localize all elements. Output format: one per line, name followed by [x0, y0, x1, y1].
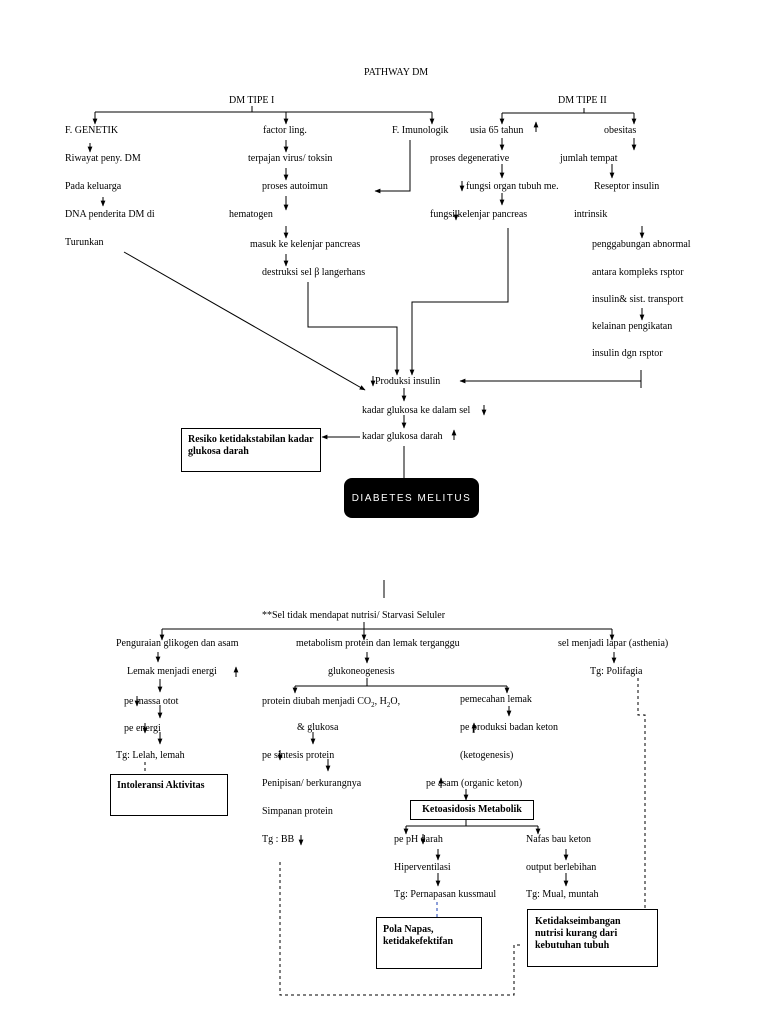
lingkungan-node: proses autoimun — [262, 181, 328, 192]
lemak-node: pe produksi badan keton — [460, 722, 559, 733]
small-arrows — [134, 121, 539, 846]
tipe1-connectors — [87, 106, 435, 391]
usia-node: fungsi organ tubuh me. — [466, 181, 559, 192]
protein-node: & glukosa — [297, 722, 339, 733]
lingkungan-node: hematogen — [229, 209, 273, 220]
protein-node: Tg : BB — [262, 834, 295, 845]
napas-node: Nafas bau keton — [526, 834, 591, 845]
obesitas-node: insulin dgn rsptor — [592, 348, 663, 359]
protein-node: Simpanan protein — [262, 806, 333, 817]
obesitas-node: jumlah tempat — [560, 153, 618, 164]
protein-node: pe sintesis protein — [262, 750, 335, 761]
genetik-node: DNA penderita DM di — [65, 209, 155, 220]
genetik-node: F. GENETIK — [65, 125, 119, 136]
usia-node: proses degenerative — [430, 153, 510, 164]
obesitas-node: kelainan pengikatan — [592, 321, 673, 332]
obesitas-node: insulin& sist. transport — [592, 294, 684, 305]
ph-node: pe pH darah — [394, 834, 443, 845]
napas-node: Tg: Mual, muntah — [526, 889, 599, 900]
lemak-node: pe asam (organic keton) — [426, 778, 523, 789]
lapar-node: sel menjadi lapar (asthenia) — [558, 638, 669, 649]
obesitas-node: intrinsik — [574, 209, 608, 220]
starvasi-node: **Sel tidak mendapat nutrisi/ Starvasi S… — [262, 610, 446, 621]
glikogen-node: Lemak menjadi energi — [127, 666, 217, 677]
imunologik-node: F. Imunologik — [392, 125, 449, 136]
genetik-node: Turunkan — [65, 237, 104, 248]
glikogen-node: Tg: Lelah, lemah — [116, 750, 185, 761]
obesitas-node: antara kompleks rsptor — [592, 267, 684, 278]
central-connectors — [321, 388, 407, 598]
kadar-glukosa-darah: kadar glukosa darah — [362, 431, 443, 442]
glikogen-node: pe energi — [124, 723, 161, 734]
obesitas-node: Reseptor insulin — [594, 181, 660, 192]
obesitas-node: obesitas — [604, 125, 637, 136]
lapar-node: Tg: Polifagia — [590, 666, 643, 677]
lingkungan-node: factor ling. — [263, 125, 307, 136]
produksi-insulin: Produksi insulin — [375, 376, 441, 387]
obesitas-node: penggabungan abnormal — [592, 239, 691, 250]
protein-node: Penipisan/ berkurangnya — [262, 778, 362, 789]
lingkungan-node: destruksi sel β langerhans — [262, 267, 366, 278]
metabolisme-node: metabolism protein dan lemak terganggu — [296, 638, 460, 649]
lemak-node: pemecahan lemak — [460, 694, 532, 705]
ph-node: Tg: Pernapasan kussmaul — [394, 889, 497, 900]
box-ketoasidosis-metabolik: Ketoasidosis Metabolik — [410, 800, 534, 820]
lower-connectors — [155, 622, 617, 887]
lemak-node: (ketogenesis) — [460, 750, 514, 761]
box-resiko-glukosa: Resiko ketidakstabilan kadar glukosa dar… — [181, 428, 321, 472]
genetik-node: Riwayat peny. DM — [65, 153, 141, 164]
metabolisme-node: glukoneogenesis — [328, 666, 395, 677]
protein-node: protein diubah menjadi CO2, H2O, — [262, 696, 401, 709]
lingkungan-node: terpajan virus/ toksin — [248, 153, 333, 164]
box-intoleransi-aktivitas: Intoleransi Aktivitas — [110, 774, 228, 816]
ph-node: Hiperventilasi — [394, 862, 451, 873]
diabetes-melitus-node: DIABETES MELITUS — [344, 478, 479, 518]
tipe2-connectors — [409, 108, 645, 388]
genetik-node: Pada keluarga — [65, 181, 122, 192]
tipe1-header: DM TIPE I — [229, 95, 275, 106]
usia-node: usia 65 tahun — [470, 125, 524, 136]
box-pola-napas: Pola Napas, ketidakefektifan — [376, 917, 482, 969]
glikogen-node: Penguraian glikogen dan asam — [116, 638, 239, 649]
usia-node: fungsi kelenjar pancreas — [430, 209, 528, 220]
page-title: PATHWAY DM — [364, 67, 429, 78]
lingkungan-node: masuk ke kelenjar pancreas — [250, 239, 361, 250]
box-nutrisi: Ketidakseimbangan nutrisi kurang dari ke… — [527, 909, 658, 967]
napas-node: output berlebihan — [526, 862, 597, 873]
glikogen-node: pe massa otot — [124, 696, 179, 707]
tipe2-header: DM TIPE II — [558, 95, 607, 106]
kadar-glukosa-sel: kadar glukosa ke dalam sel — [362, 405, 471, 416]
